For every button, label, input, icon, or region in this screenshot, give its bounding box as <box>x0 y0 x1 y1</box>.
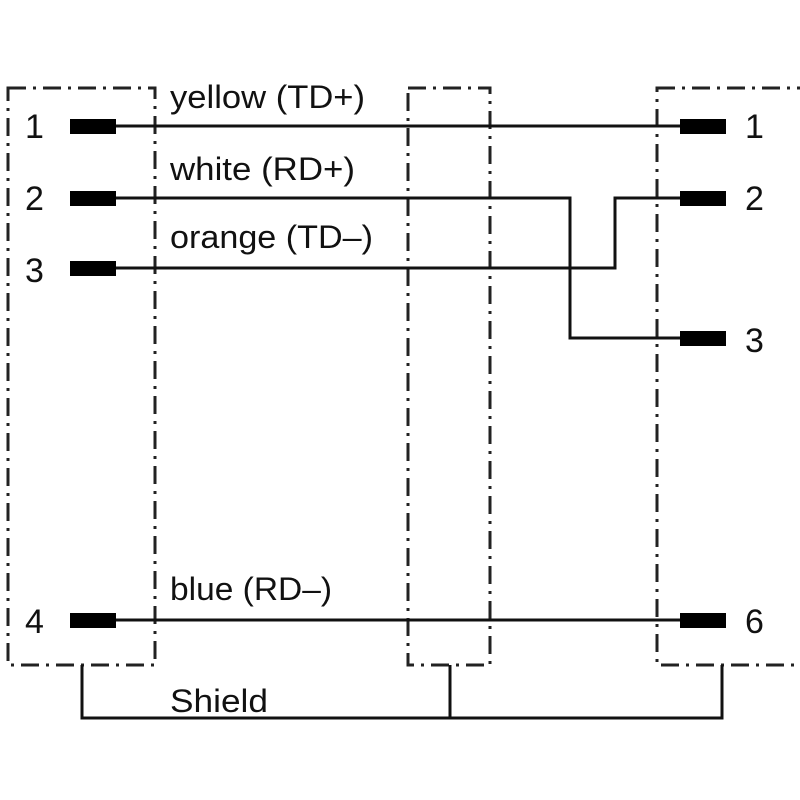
left-pin-number: 1 <box>25 108 44 146</box>
right-pin-6 <box>680 613 726 628</box>
left-pin-1 <box>70 119 116 134</box>
wire-label-yellow: yellow (TD+) <box>170 79 365 115</box>
right-pin-number: 3 <box>745 322 764 360</box>
left-connector-outline <box>6 86 157 667</box>
right-pin-1 <box>680 119 726 134</box>
left-pin-number: 4 <box>25 603 44 641</box>
wire-label-orange: orange (TD–) <box>170 219 373 255</box>
wire-label-white: white (RD+) <box>169 151 355 187</box>
wire-orange <box>116 196 680 270</box>
shield-label: Shield <box>170 683 268 719</box>
left-pin-2 <box>70 191 116 206</box>
left-pin-number: 2 <box>25 180 44 218</box>
left-pin-4 <box>70 613 116 628</box>
right-pin-number: 2 <box>745 180 764 218</box>
left-pin-number: 3 <box>25 252 44 290</box>
right-pin-3 <box>680 331 726 346</box>
right-pin-2 <box>680 191 726 206</box>
right-pin-number: 6 <box>745 603 764 641</box>
shield-wire <box>80 665 724 720</box>
left-pin-3 <box>70 261 116 276</box>
right-pin-number: 1 <box>745 108 764 146</box>
right-connector-outline <box>655 86 800 667</box>
cable-outline <box>406 86 492 667</box>
wire-label-blue: blue (RD–) <box>170 571 332 607</box>
